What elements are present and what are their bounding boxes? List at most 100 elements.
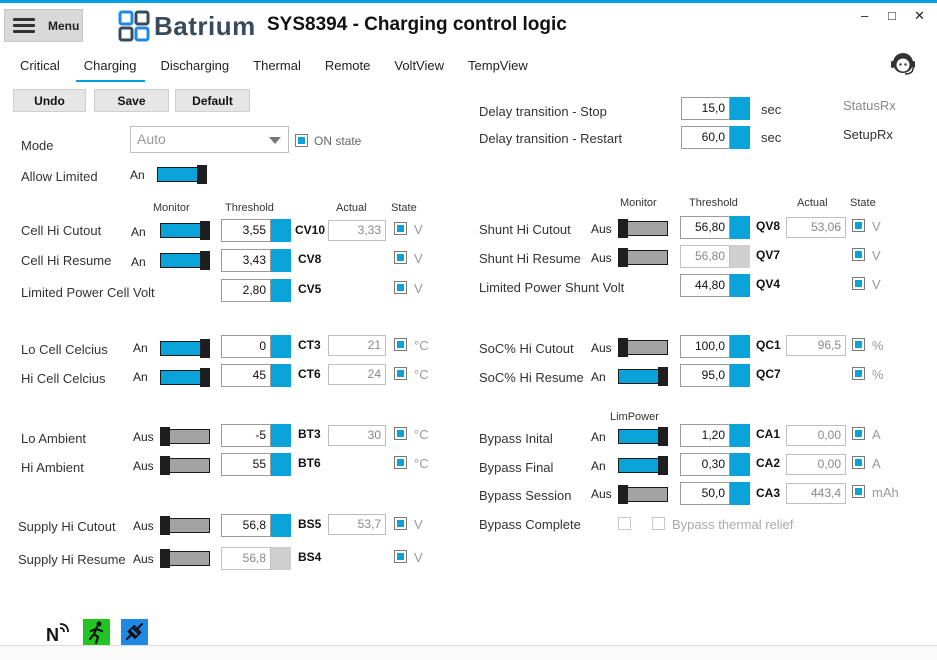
tab-tempview[interactable]: TempView <box>468 58 528 73</box>
lo-ambient-spinner[interactable] <box>271 424 291 447</box>
minimize-button[interactable]: – <box>861 8 869 23</box>
supply-hi-cutout-spinner[interactable] <box>271 514 291 537</box>
soc-hi-resume-threshold[interactable]: 95,0 <box>680 364 730 387</box>
limited-power-shunt-volt-spinner[interactable] <box>730 274 750 297</box>
delay-restart-value[interactable]: 60,0 <box>681 126 730 149</box>
shunt-hi-resume-input[interactable]: 56,80 <box>680 245 750 268</box>
shunt-hi-resume-state-checkbox[interactable] <box>852 248 865 261</box>
bypass-final-input[interactable]: 0,30 <box>680 453 750 476</box>
bypass-final-threshold[interactable]: 0,30 <box>680 453 730 476</box>
soc-hi-resume-state-checkbox[interactable] <box>852 367 865 380</box>
hi-ambient-state-checkbox[interactable] <box>394 456 407 469</box>
hi-ambient-toggle[interactable] <box>160 456 210 475</box>
supply-hi-cutout-input[interactable]: 56,8 <box>221 514 291 537</box>
bypass-session-spinner[interactable] <box>730 482 750 505</box>
bypass-final-toggle[interactable] <box>618 456 668 475</box>
supply-hi-resume-toggle[interactable] <box>160 549 210 568</box>
supply-hi-resume-input[interactable]: 56,8 <box>221 547 291 570</box>
lo-cell-celcius-input[interactable]: 0 <box>221 335 291 358</box>
soc-hi-resume-input[interactable]: 95,0 <box>680 364 750 387</box>
soc-hi-cutout-toggle[interactable] <box>618 338 668 357</box>
supply-hi-cutout-state-checkbox[interactable] <box>394 517 407 530</box>
delay-restart-input[interactable]: 60,0 <box>681 126 750 149</box>
bypass-initial-state-checkbox[interactable] <box>852 427 865 440</box>
soc-hi-cutout-spinner[interactable] <box>730 335 750 358</box>
on-state-checkbox[interactable] <box>295 134 308 147</box>
save-button[interactable]: Save <box>94 89 169 112</box>
cell-hi-cutout-state-checkbox[interactable] <box>394 222 407 235</box>
cell-hi-cutout-toggle[interactable] <box>160 221 210 240</box>
shunt-hi-resume-toggle[interactable] <box>618 248 668 267</box>
tab-critical[interactable]: Critical <box>20 58 60 73</box>
lo-cell-celcius-toggle[interactable] <box>160 339 210 358</box>
lo-cell-celcius-threshold[interactable]: 0 <box>221 335 271 358</box>
limited-power-cell-volt-state-checkbox[interactable] <box>394 281 407 294</box>
shunt-hi-cutout-spinner[interactable] <box>730 216 750 239</box>
default-button[interactable]: Default <box>175 89 250 112</box>
lo-ambient-threshold[interactable]: -5 <box>221 424 271 447</box>
shunt-hi-cutout-input[interactable]: 56,80 <box>680 216 750 239</box>
supply-hi-cutout-toggle[interactable] <box>160 516 210 535</box>
bypass-session-threshold[interactable]: 50,0 <box>680 482 730 505</box>
supply-hi-resume-threshold[interactable]: 56,8 <box>221 547 271 570</box>
allow-limited-toggle[interactable] <box>157 165 207 184</box>
limited-power-shunt-volt-threshold[interactable]: 44,80 <box>680 274 730 297</box>
bypass-session-state-checkbox[interactable] <box>852 485 865 498</box>
lo-cell-celcius-state-checkbox[interactable] <box>394 338 407 351</box>
bypass-initial-input[interactable]: 1,20 <box>680 424 750 447</box>
lo-ambient-input[interactable]: -5 <box>221 424 291 447</box>
limited-power-cell-volt-input[interactable]: 2,80 <box>221 279 291 302</box>
cell-hi-cutout-input[interactable]: 3,55 <box>221 219 291 242</box>
shunt-hi-resume-threshold[interactable]: 56,80 <box>680 245 730 268</box>
shunt-hi-cutout-state-checkbox[interactable] <box>852 219 865 232</box>
tab-remote[interactable]: Remote <box>324 58 371 73</box>
cell-hi-cutout-spinner[interactable] <box>271 219 291 242</box>
delay-stop-value[interactable]: 15,0 <box>681 97 730 120</box>
close-button[interactable]: ✕ <box>914 8 925 23</box>
soc-hi-cutout-input[interactable]: 100,0 <box>680 335 750 358</box>
delay-stop-spinner[interactable] <box>730 97 750 120</box>
soc-hi-resume-spinner[interactable] <box>730 364 750 387</box>
limited-power-shunt-volt-state-checkbox[interactable] <box>852 277 865 290</box>
hi-cell-celcius-spinner[interactable] <box>271 364 291 387</box>
shunt-hi-cutout-threshold[interactable]: 56,80 <box>680 216 730 239</box>
lo-ambient-toggle[interactable] <box>160 427 210 446</box>
soc-hi-resume-toggle[interactable] <box>618 367 668 386</box>
limited-power-shunt-volt-input[interactable]: 44,80 <box>680 274 750 297</box>
bypass-session-toggle[interactable] <box>618 485 668 504</box>
supply-hi-resume-spinner[interactable] <box>271 547 291 570</box>
tab-discharging[interactable]: Discharging <box>160 58 230 73</box>
tab-charging[interactable]: Charging <box>72 56 149 82</box>
supply-hi-cutout-threshold[interactable]: 56,8 <box>221 514 271 537</box>
undo-button[interactable]: Undo <box>13 89 86 112</box>
bypass-initial-spinner[interactable] <box>730 424 750 447</box>
hi-cell-celcius-input[interactable]: 45 <box>221 364 291 387</box>
shunt-hi-resume-spinner[interactable] <box>730 245 750 268</box>
limited-power-cell-volt-spinner[interactable] <box>271 279 291 302</box>
support-agent-icon[interactable] <box>889 50 917 78</box>
cell-hi-resume-spinner[interactable] <box>271 249 291 272</box>
hi-ambient-threshold[interactable]: 55 <box>221 453 271 476</box>
bypass-final-state-checkbox[interactable] <box>852 456 865 469</box>
cell-hi-cutout-threshold[interactable]: 3,55 <box>221 219 271 242</box>
maximize-button[interactable]: □ <box>888 8 896 23</box>
mode-select[interactable]: Auto <box>130 126 289 153</box>
bypass-initial-toggle[interactable] <box>618 427 668 446</box>
cell-hi-resume-input[interactable]: 3,43 <box>221 249 291 272</box>
hi-cell-celcius-toggle[interactable] <box>160 368 210 387</box>
cell-hi-resume-threshold[interactable]: 3,43 <box>221 249 271 272</box>
supply-hi-resume-state-checkbox[interactable] <box>394 550 407 563</box>
bypass-complete-checkbox[interactable] <box>618 517 631 530</box>
lo-ambient-state-checkbox[interactable] <box>394 427 407 440</box>
tab-voltview[interactable]: VoltView <box>394 58 445 73</box>
soc-hi-cutout-threshold[interactable]: 100,0 <box>680 335 730 358</box>
bypass-thermal-relief-checkbox[interactable] <box>652 517 665 530</box>
lo-cell-celcius-spinner[interactable] <box>271 335 291 358</box>
bypass-session-input[interactable]: 50,0 <box>680 482 750 505</box>
hi-ambient-spinner[interactable] <box>271 453 291 476</box>
tab-thermal[interactable]: Thermal <box>253 58 301 73</box>
cell-hi-resume-toggle[interactable] <box>160 251 210 270</box>
delay-stop-input[interactable]: 15,0 <box>681 97 750 120</box>
soc-hi-cutout-state-checkbox[interactable] <box>852 338 865 351</box>
shunt-hi-cutout-toggle[interactable] <box>618 219 668 238</box>
